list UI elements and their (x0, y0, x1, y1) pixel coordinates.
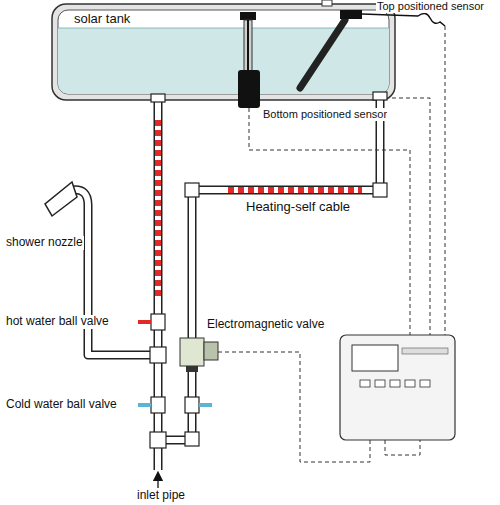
ball-valve-body (151, 397, 165, 413)
heating-cable (158, 120, 362, 300)
ball-valve-body (185, 397, 199, 413)
part-label: inlet pipe (136, 489, 186, 503)
part-label: shower nozzle (5, 236, 84, 250)
tee-fitting (150, 347, 166, 363)
shower-head (45, 182, 77, 216)
pipe-fitting (151, 94, 165, 102)
part-label: hot water ball valve (5, 315, 110, 329)
sensor-head (340, 10, 362, 19)
heating-cable-segment (228, 187, 362, 193)
pipe-outline (154, 98, 163, 470)
controller-button (420, 380, 430, 387)
signal-wires (218, 26, 445, 462)
controller-button (405, 380, 415, 387)
bottom-sensor (238, 12, 260, 108)
signal-wire (445, 26, 446, 335)
pipe-core (72, 190, 158, 355)
pipe-fitting (373, 92, 387, 100)
controller (340, 335, 455, 440)
signal-wire (385, 440, 420, 455)
ball-valve-body (151, 314, 165, 330)
pipes (72, 96, 380, 470)
part-label: Electromagnetic valve (206, 318, 325, 332)
pipe-core (155, 98, 161, 470)
elbow-fitting (373, 183, 387, 197)
signal-wire (249, 108, 410, 335)
controller-button (375, 380, 385, 387)
controller-buttons (360, 380, 430, 387)
sensor-rod (300, 20, 345, 88)
cold-valve-handle (199, 403, 212, 407)
sensor-rod (247, 20, 249, 72)
top-sensor (300, 10, 445, 88)
controller-button (360, 380, 370, 387)
tee-fitting (150, 432, 166, 448)
part-label: Cold water ball valve (5, 398, 118, 412)
cold-valve-handle (138, 403, 151, 407)
inlet-arrow (157, 476, 158, 488)
signal-wire (218, 352, 370, 462)
tank-label: solar tank (74, 12, 403, 27)
controller-display (352, 345, 398, 371)
tank-vent (322, 0, 332, 6)
elbow-fitting (185, 183, 199, 197)
elbow-fitting (185, 432, 199, 446)
controller-case (340, 335, 455, 440)
sensor-cable (362, 13, 445, 26)
valve-body (180, 338, 204, 366)
valve-nut (186, 366, 198, 372)
controller-button (390, 380, 400, 387)
part-label: Top positioned sensor (376, 0, 485, 13)
tank-node: solar tank (52, 4, 403, 100)
sensor-body (238, 70, 260, 108)
pipe-outline (72, 190, 158, 355)
controller-logo (402, 348, 448, 354)
valve-coil (204, 342, 218, 360)
part-label: Heating-self cable (245, 200, 351, 215)
electromagnetic-valve (180, 338, 218, 372)
sensor-cap (240, 12, 256, 20)
signal-wire (392, 98, 430, 335)
tank-water (58, 28, 389, 94)
heating-cable-segment (155, 120, 161, 300)
part-label: Bottom positioned sensor (262, 108, 388, 121)
hot-valve-handle (138, 320, 151, 324)
sensor-sleeve (244, 20, 252, 72)
